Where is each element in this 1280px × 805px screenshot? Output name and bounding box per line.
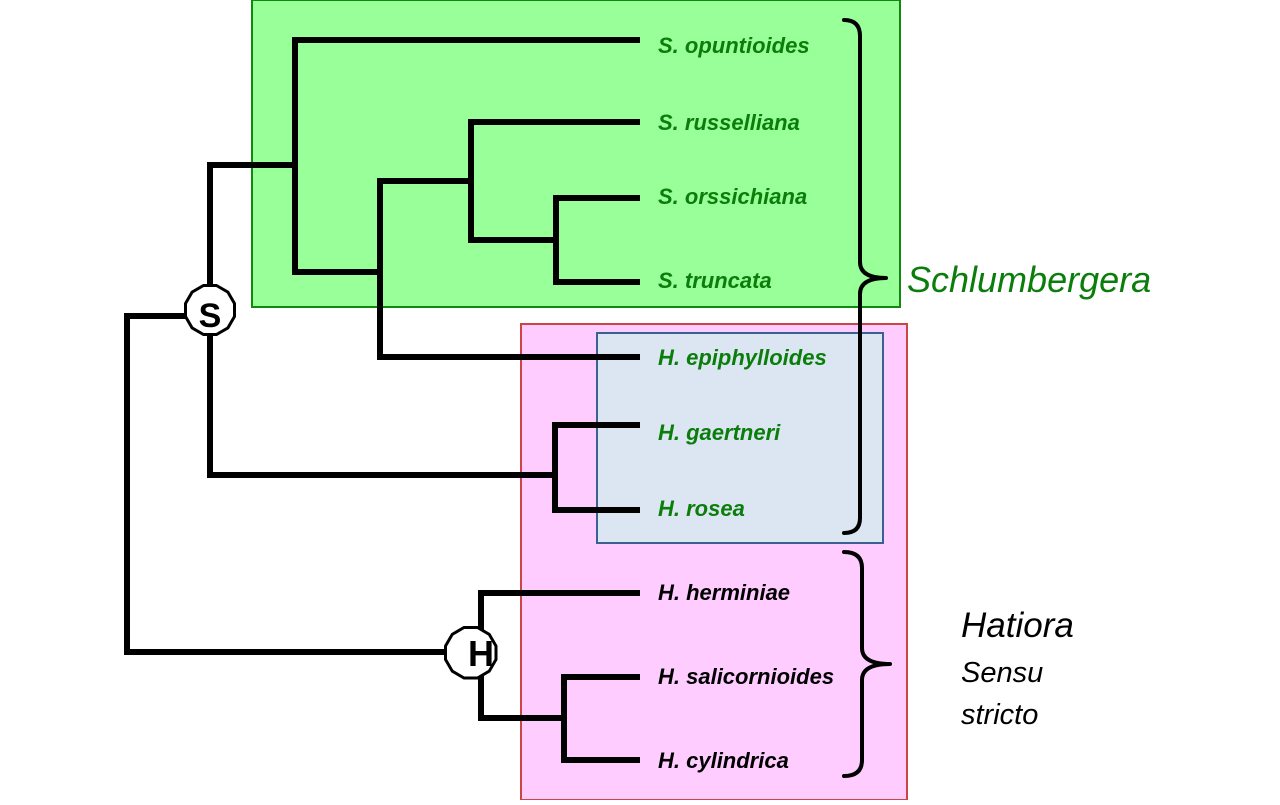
- taxon-label: H. gaertneri: [658, 420, 781, 445]
- taxon-label: H. rosea: [658, 496, 745, 521]
- branch-cylindrica: [561, 715, 640, 763]
- group-label-hatiora: Hatiora: [961, 606, 1074, 645]
- branch-herminiae: [478, 590, 640, 635]
- taxon-label: H. herminiae: [658, 580, 790, 605]
- root-branch: [124, 313, 448, 655]
- branch-truncata: [553, 237, 640, 285]
- s-node-marker: S: [184, 284, 236, 336]
- taxon-label: S. truncata: [658, 268, 772, 293]
- taxon-label: S. orssichiana: [658, 184, 807, 209]
- branch-russelliana-group: [377, 178, 474, 275]
- schlumbergera-box: [251, 0, 901, 308]
- taxon-label: S. opuntioides: [658, 33, 810, 58]
- branch-salicornioides-cylindrica: [478, 669, 567, 721]
- group-label-stricto: stricto: [961, 699, 1038, 731]
- s-node-label: S: [199, 297, 222, 335]
- branch-gaertneri: [552, 422, 640, 478]
- h-node-marker: H: [444, 626, 498, 680]
- taxon-label: H. cylindrica: [658, 748, 789, 773]
- group-label-sensu: Sensu: [961, 657, 1043, 689]
- branch-salicornioides: [561, 674, 640, 721]
- branch-core-clade: [292, 162, 383, 275]
- tree-branches: [124, 37, 640, 763]
- s-node-lower-branch: [207, 334, 558, 478]
- taxon-label: H. epiphylloides: [658, 345, 827, 370]
- hatiora-brace: [842, 550, 892, 778]
- taxon-labels: S. opuntioides S. russelliana S. orssich…: [658, 33, 834, 773]
- taxon-label: S. russelliana: [658, 110, 800, 135]
- branch-orssichiana: [553, 195, 640, 243]
- branch-opuntioides: [292, 37, 640, 168]
- schlumbergera-brace: [842, 18, 888, 535]
- rhipsalidopsis-box: [596, 332, 884, 544]
- branch-epiphylloides: [377, 269, 640, 360]
- branch-russelliana: [468, 119, 640, 184]
- branch-orssichiana-truncata: [468, 178, 559, 243]
- group-label-schlumbergera: Schlumbergera: [907, 259, 1151, 300]
- taxon-label: H. salicornioides: [658, 664, 834, 689]
- branch-rosea: [552, 472, 640, 513]
- s-node-upper-branch: [207, 162, 298, 299]
- h-node-label: H: [468, 633, 494, 674]
